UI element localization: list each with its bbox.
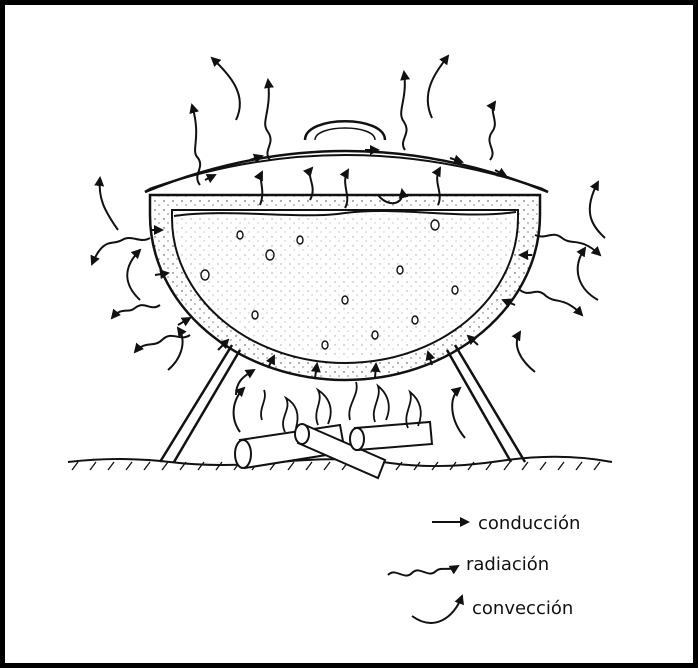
kettle-pot — [145, 121, 548, 380]
legend-convection-label: convección — [472, 598, 573, 619]
firewood — [235, 422, 432, 478]
legend-radiation: radiación — [388, 554, 549, 576]
radiation-wavy-arrow-icon — [388, 566, 458, 576]
legend-convection: convección — [412, 596, 573, 623]
legend-radiation-label: radiación — [466, 554, 549, 575]
legend-conduction-label: conducción — [478, 513, 580, 534]
legend: conducción radiación convección — [388, 513, 580, 623]
convection-curved-arrow-icon — [412, 596, 462, 623]
legend-conduction: conducción — [432, 513, 580, 534]
